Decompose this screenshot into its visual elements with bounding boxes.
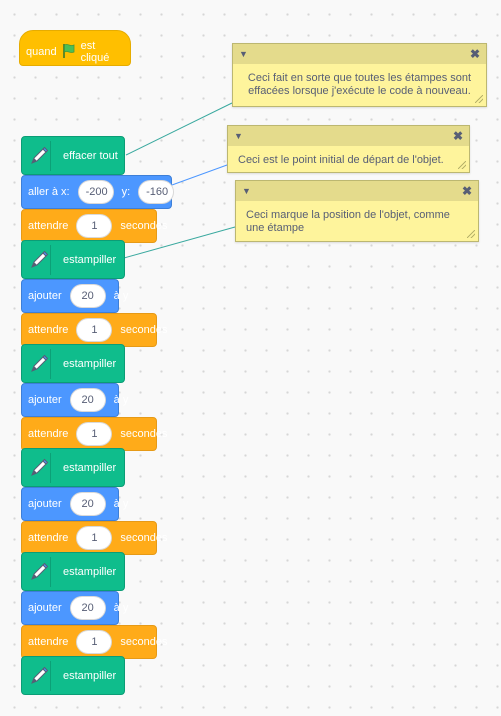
block-label: secondes <box>120 324 168 336</box>
comment-note-2[interactable]: ▼ ✖ Ceci est le point initial de départ … <box>227 125 470 173</box>
collapse-triangle-icon[interactable]: ▼ <box>239 49 248 59</box>
comment-note-3[interactable]: ▼ ✖ Ceci marque la position de l'objet, … <box>235 180 479 242</box>
when-flag-clicked-block[interactable]: quand est cliqué <box>19 30 131 66</box>
seconds-input[interactable]: 1 <box>76 318 113 342</box>
change-y-block[interactable]: ajouter 20 à y <box>21 279 128 313</box>
wait-block[interactable]: attendre 1 secondes <box>21 209 167 243</box>
pen-icon <box>28 140 51 171</box>
green-flag-icon <box>61 43 77 62</box>
block-label: attendre <box>28 428 69 440</box>
change-y-input[interactable]: 20 <box>69 388 106 412</box>
block-label: ajouter <box>28 602 62 614</box>
block-label: ajouter <box>28 290 62 302</box>
comment-header[interactable]: ▼ ✖ <box>236 181 478 201</box>
block-label: estampiller <box>63 461 117 474</box>
resize-handle-icon[interactable] <box>458 161 466 169</box>
block-label: attendre <box>28 636 69 648</box>
block-label: attendre <box>28 532 69 544</box>
pen-icon <box>28 660 51 691</box>
close-x-icon[interactable]: ✖ <box>469 47 480 61</box>
comment-header[interactable]: ▼ ✖ <box>233 44 486 64</box>
goto-xy-block[interactable]: aller à x: -200 y: -160 <box>21 175 175 209</box>
change-y-input[interactable]: 20 <box>69 596 106 620</box>
comment-link-2 <box>171 164 228 186</box>
seconds-input[interactable]: 1 <box>76 422 113 446</box>
block-label: estampiller <box>63 253 117 266</box>
block-label: ajouter <box>28 394 62 406</box>
hat-label-after: est cliqué <box>80 40 110 64</box>
change-y-block[interactable]: ajouter 20 à y <box>21 383 128 417</box>
collapse-triangle-icon[interactable]: ▼ <box>234 131 243 141</box>
block-label: estampiller <box>63 357 117 370</box>
block-label: secondes <box>120 636 168 648</box>
block-label: à y <box>113 498 129 510</box>
resize-handle-icon[interactable] <box>467 230 475 238</box>
change-y-input[interactable]: 20 <box>69 284 106 308</box>
close-x-icon[interactable]: ✖ <box>461 184 472 198</box>
block-label: attendre <box>28 220 69 232</box>
resize-handle-icon[interactable] <box>475 95 483 103</box>
seconds-input[interactable]: 1 <box>76 526 113 550</box>
block-label: secondes <box>120 428 168 440</box>
pen-icon <box>28 452 51 483</box>
block-label: à y <box>113 290 129 302</box>
seconds-input[interactable]: 1 <box>76 630 113 654</box>
clear-all-block[interactable]: effacer tout <box>21 136 125 175</box>
comment-note-1[interactable]: ▼ ✖ Ceci fait en sorte que toutes les ét… <box>232 43 487 107</box>
change-y-block[interactable]: ajouter 20 à y <box>21 591 128 625</box>
collapse-triangle-icon[interactable]: ▼ <box>242 186 251 196</box>
x-input[interactable]: -200 <box>77 180 114 204</box>
block-label: aller à x: <box>28 186 70 198</box>
close-x-icon[interactable]: ✖ <box>452 129 463 143</box>
comment-text[interactable]: Ceci marque la position de l'objet, comm… <box>246 209 450 234</box>
stamp-block[interactable]: estampiller <box>21 552 125 591</box>
comment-link-3 <box>123 226 236 259</box>
comment-text[interactable]: Ceci est le point initial de départ de l… <box>238 154 444 166</box>
pen-icon <box>28 556 51 587</box>
pen-icon <box>28 244 51 275</box>
seconds-input[interactable]: 1 <box>76 214 113 238</box>
comment-link-1 <box>125 102 233 156</box>
comment-header[interactable]: ▼ ✖ <box>228 126 469 146</box>
pen-icon <box>28 348 51 379</box>
block-label: estampiller <box>63 565 117 578</box>
wait-block[interactable]: attendre 1 secondes <box>21 313 167 347</box>
stamp-block[interactable]: estampiller <box>21 240 125 279</box>
block-label: y: <box>121 186 131 198</box>
block-label: estampiller <box>63 669 117 682</box>
y-input[interactable]: -160 <box>138 180 175 204</box>
change-y-input[interactable]: 20 <box>69 492 106 516</box>
stamp-block[interactable]: estampiller <box>21 344 125 383</box>
block-label: secondes <box>120 220 168 232</box>
stamp-block[interactable]: estampiller <box>21 448 125 487</box>
change-y-block[interactable]: ajouter 20 à y <box>21 487 128 521</box>
wait-block[interactable]: attendre 1 secondes <box>21 521 167 555</box>
block-label: secondes <box>120 532 168 544</box>
block-label: effacer tout <box>63 149 118 162</box>
comment-text[interactable]: Ceci fait en sorte que toutes les étampe… <box>247 72 472 97</box>
block-label: ajouter <box>28 498 62 510</box>
block-label: attendre <box>28 324 69 336</box>
block-label: à y <box>113 394 129 406</box>
hat-label-before: quand <box>26 46 57 58</box>
block-label: à y <box>113 602 129 614</box>
stamp-block[interactable]: estampiller <box>21 656 125 695</box>
wait-block[interactable]: attendre 1 secondes <box>21 625 167 659</box>
wait-block[interactable]: attendre 1 secondes <box>21 417 167 451</box>
